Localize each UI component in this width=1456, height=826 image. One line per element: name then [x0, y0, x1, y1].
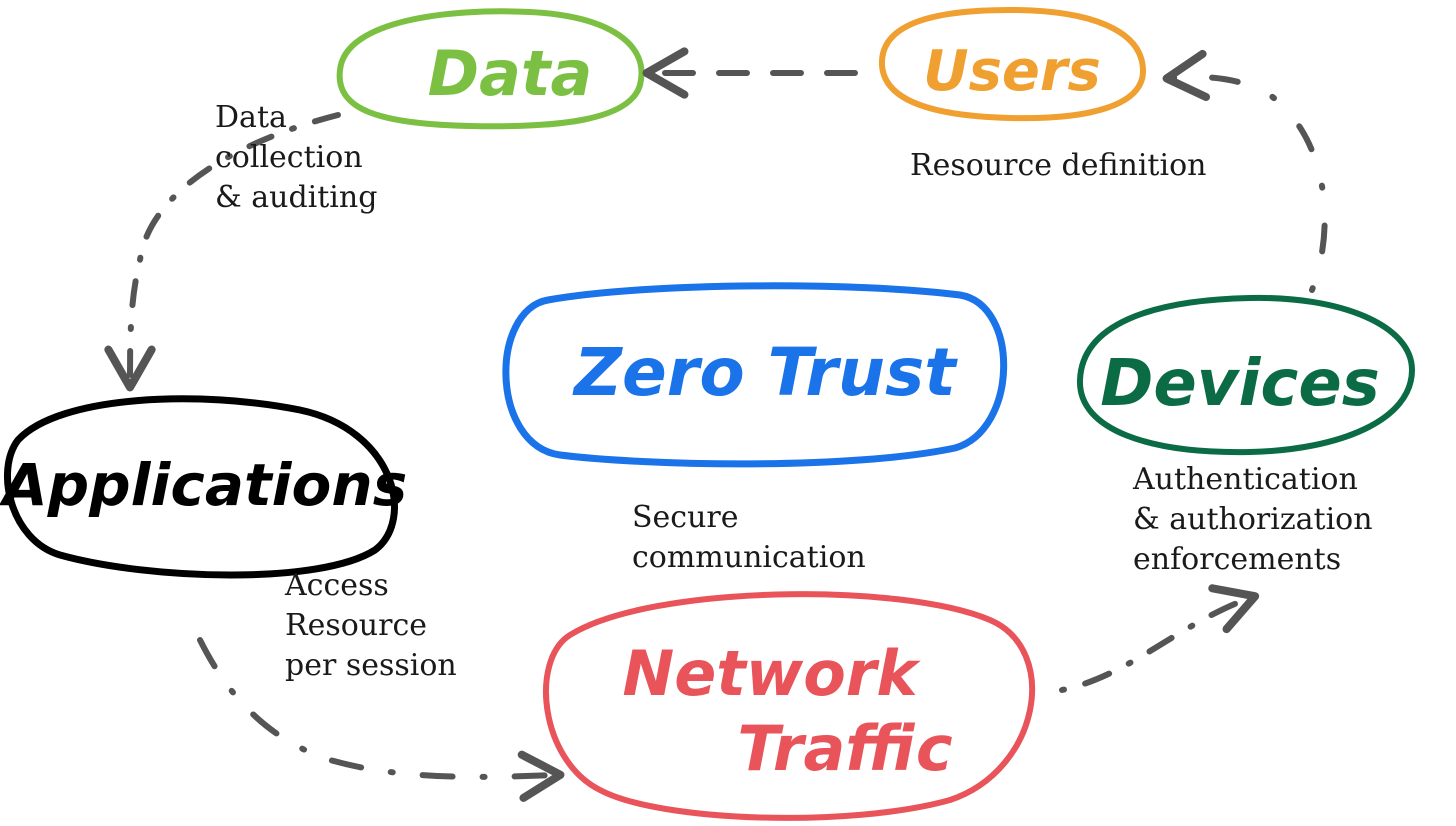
caption-line: Resource [285, 608, 428, 643]
traffic-label: Traffic [737, 712, 952, 785]
caption-line: Authentication [1133, 462, 1358, 497]
arrow-applications-to-network [197, 637, 565, 802]
caption-authentication: Authentication & authorization enforceme… [1133, 460, 1373, 580]
caption-data-collection: Data collection & auditing [215, 98, 377, 218]
caption-line: Secure [632, 500, 739, 535]
devices-label: Devices [1100, 347, 1380, 421]
caption-line: & auditing [215, 180, 378, 215]
node-devices: Devices [1076, 294, 1416, 456]
users-ellipse-outline [878, 6, 1147, 122]
network-label: Network [622, 637, 921, 710]
caption-access-resource: Access Resource per session [285, 566, 457, 686]
caption-line: communication [632, 540, 866, 575]
caption-line: & authorization [1133, 502, 1373, 537]
users-label: Users [923, 39, 1101, 104]
applications-ellipse-outline [3, 395, 398, 579]
caption-line: enforcements [1133, 542, 1342, 577]
caption-line: Access [285, 568, 389, 603]
data-label: Data [428, 37, 593, 110]
arrow-devices-to-users [1162, 49, 1328, 293]
caption-line: per session [285, 648, 457, 683]
arrow-network-to-devices [1059, 584, 1260, 693]
zero-trust-ellipse-outline [502, 282, 1008, 468]
caption-secure-communication: Secure communication [632, 498, 866, 578]
zero-trust-label: Zero Trust [572, 334, 958, 411]
caption-line: Data [215, 100, 287, 135]
network-traffic-ellipse-outline [543, 591, 1036, 821]
devices-ellipse-outline [1076, 294, 1416, 456]
applications-label: Applications [0, 451, 407, 519]
caption-line: collection [215, 140, 363, 175]
node-network-traffic: Network Traffic [543, 591, 1036, 821]
arrows [104, 47, 1328, 802]
caption-line: Resource definition [910, 148, 1207, 183]
node-data: Data [336, 8, 645, 130]
arrow-data-to-applications [104, 112, 341, 392]
node-applications: Applications [0, 395, 407, 579]
node-zero-trust: Zero Trust [502, 282, 1008, 468]
data-ellipse-outline [336, 8, 645, 130]
caption-resource-definition: Resource definition [910, 146, 1206, 186]
node-users: Users [878, 6, 1147, 122]
